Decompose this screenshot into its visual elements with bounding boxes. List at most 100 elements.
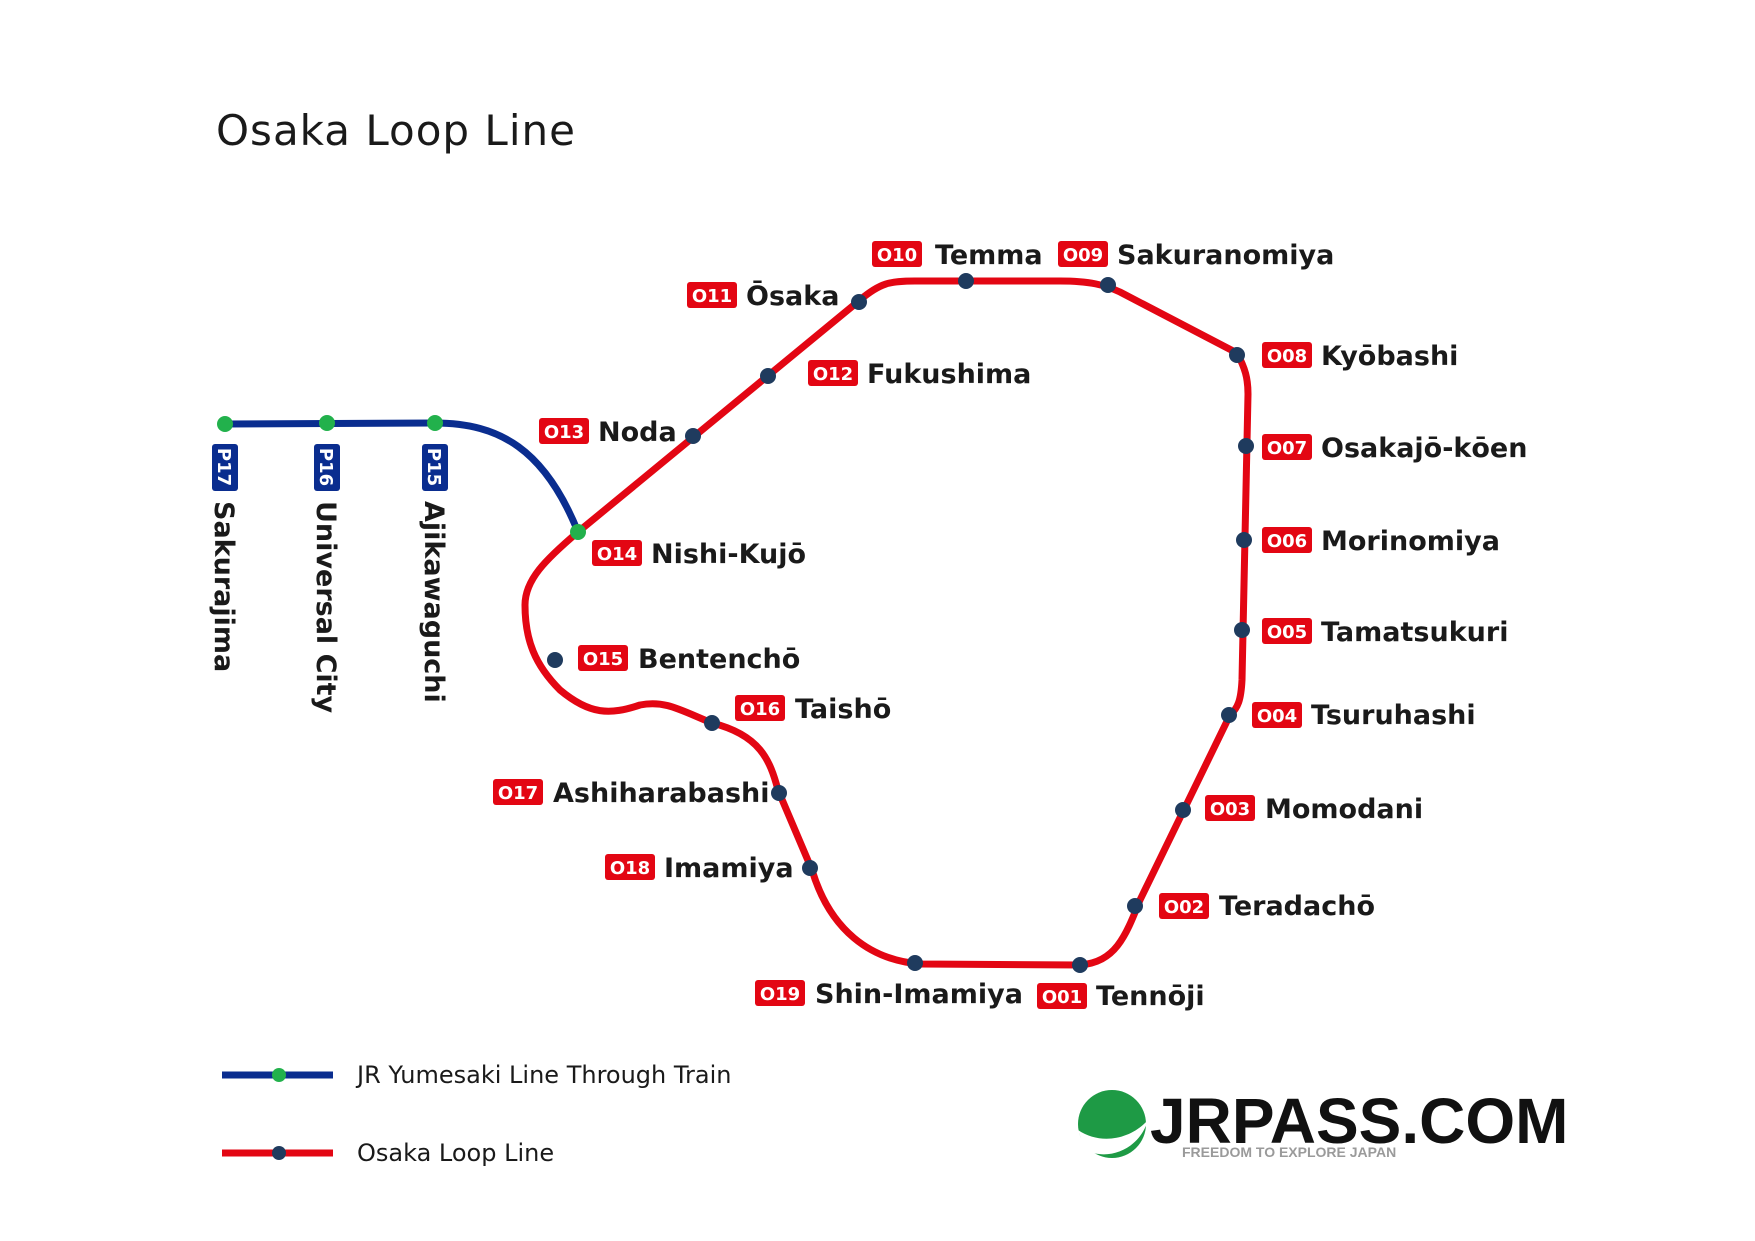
station-label-o08: O08 Kyōbashi [1262,341,1458,372]
station-code: P17 [213,448,234,486]
station-name: Tsuruhashi [1311,700,1476,731]
station-name: Teradachō [1219,891,1375,922]
yumesaki-line-track [221,419,582,536]
station-name: Universal City [310,501,341,714]
station-name: Osakajō-kōen [1321,433,1527,464]
station-dot-o19[interactable] [907,955,923,971]
station-name: Morinomiya [1321,526,1500,557]
station-label-o15: O15 Bentenchō [578,644,800,675]
globe-icon [1078,1090,1148,1158]
station-dot-o12[interactable] [760,368,776,384]
station-code: P15 [423,448,444,486]
station-dot-o10[interactable] [958,273,974,289]
station-code: O19 [760,984,800,1005]
station-code: O03 [1210,799,1250,820]
station-code: O15 [583,649,623,670]
station-code: P16 [315,448,336,486]
station-dot-o17[interactable] [771,785,787,801]
station-label-o10: O10 Temma [872,240,1043,271]
legend-item-loop: Osaka Loop Line [222,1139,554,1167]
station-label-p16: P16 Universal City [310,444,341,714]
station-dot-o06[interactable] [1236,532,1252,548]
station-dot-o15[interactable] [547,652,563,668]
station-name: Sakuranomiya [1117,240,1334,271]
station-code: O16 [740,699,780,720]
station-code: O14 [597,544,637,565]
station-code: O04 [1257,706,1297,727]
station-label-o04: O04 Tsuruhashi [1252,700,1476,731]
station-code: O06 [1267,531,1307,552]
station-name: Fukushima [867,359,1031,390]
station-code: O07 [1267,438,1307,459]
station-name: Sakurajima [208,501,239,672]
station-label-o13: O13 Noda [539,417,677,448]
station-name: Ajikawaguchi [418,501,449,703]
station-name: Ashiharabashi [553,778,770,809]
station-label-o03: O03 Momodani [1205,794,1423,825]
station-dot-o08[interactable] [1229,347,1245,363]
station-label-o12: O12 Fukushima [808,359,1031,390]
station-dot-p17[interactable] [217,416,233,432]
station-code: O11 [692,286,732,307]
station-label-o19: O19 Shin-Imamiya [755,979,1023,1010]
station-name: Tamatsukuri [1321,617,1508,648]
station-dot-o11[interactable] [851,294,867,310]
station-label-p17: P17 Sakurajima [208,444,239,672]
station-label-o16: O16 Taishō [735,694,891,725]
station-dot-o04[interactable] [1221,707,1237,723]
jrpass-logo[interactable]: JRPASS.COM FREEDOM TO EXPLORE JAPAN [1078,1085,1568,1160]
legend-item-yumesaki: JR Yumesaki Line Through Train [222,1061,731,1089]
station-dot-o09[interactable] [1100,277,1116,293]
station-name: Tennōji [1096,981,1205,1012]
station-label-o06: O06 Morinomiya [1262,526,1500,557]
station-label-o09: O09 Sakuranomiya [1058,240,1334,271]
station-name: Imamiya [664,853,794,884]
station-code: O17 [498,783,538,804]
station-label-o17: O17 Ashiharabashi [493,778,770,809]
station-name: Kyōbashi [1321,341,1458,372]
legend-label: Osaka Loop Line [357,1139,554,1167]
station-label-o05: O05 Tamatsukuri [1262,617,1508,648]
loop-line-track [521,277,1252,969]
legend-label: JR Yumesaki Line Through Train [355,1061,731,1089]
station-dot-o07[interactable] [1238,438,1254,454]
station-name: Momodani [1265,794,1423,825]
logo-text: JRPASS.COM [1150,1085,1568,1157]
station-dot-o05[interactable] [1234,622,1250,638]
station-name: Noda [598,417,677,448]
logo-tagline: FREEDOM TO EXPLORE JAPAN [1182,1144,1396,1160]
legend: JR Yumesaki Line Through Train Osaka Loo… [222,1061,731,1167]
station-code: O01 [1042,987,1082,1008]
station-dot-o16[interactable] [704,715,720,731]
station-name: Shin-Imamiya [815,979,1023,1010]
station-name: Nishi-Kujō [651,539,806,570]
station-code: O10 [877,245,917,266]
station-dot-p15[interactable] [427,415,443,431]
station-code: O13 [544,422,584,443]
station-dot-o02[interactable] [1127,898,1143,914]
station-name: Bentenchō [638,644,800,675]
station-label-o01: O01 Tennōji [1037,981,1205,1012]
station-dot-o13[interactable] [685,428,701,444]
station-dot-o01[interactable] [1072,957,1088,973]
station-name: Temma [935,240,1043,271]
station-label-o07: O07 Osakajō-kōen [1262,433,1527,464]
station-name: Taishō [795,694,891,725]
station-code: O12 [813,364,853,385]
station-code: O02 [1164,897,1204,918]
station-dot-p16[interactable] [319,415,335,431]
station-label-o18: O18 Imamiya [605,853,794,884]
station-label-o14: O14 Nishi-Kujō [592,539,806,570]
station-label-p15: P15 Ajikawaguchi [418,444,449,703]
station-dot-o14-interchange[interactable] [570,524,586,540]
station-code: O05 [1267,622,1307,643]
station-label-o11: O11 Ōsaka [687,280,839,312]
station-code: O08 [1267,346,1307,367]
station-dot-o18[interactable] [802,860,818,876]
station-code: O09 [1063,245,1103,266]
station-code: O18 [610,858,650,879]
map-title: Osaka Loop Line [216,106,576,155]
station-dot-o03[interactable] [1175,802,1191,818]
station-name: Ōsaka [746,280,839,312]
